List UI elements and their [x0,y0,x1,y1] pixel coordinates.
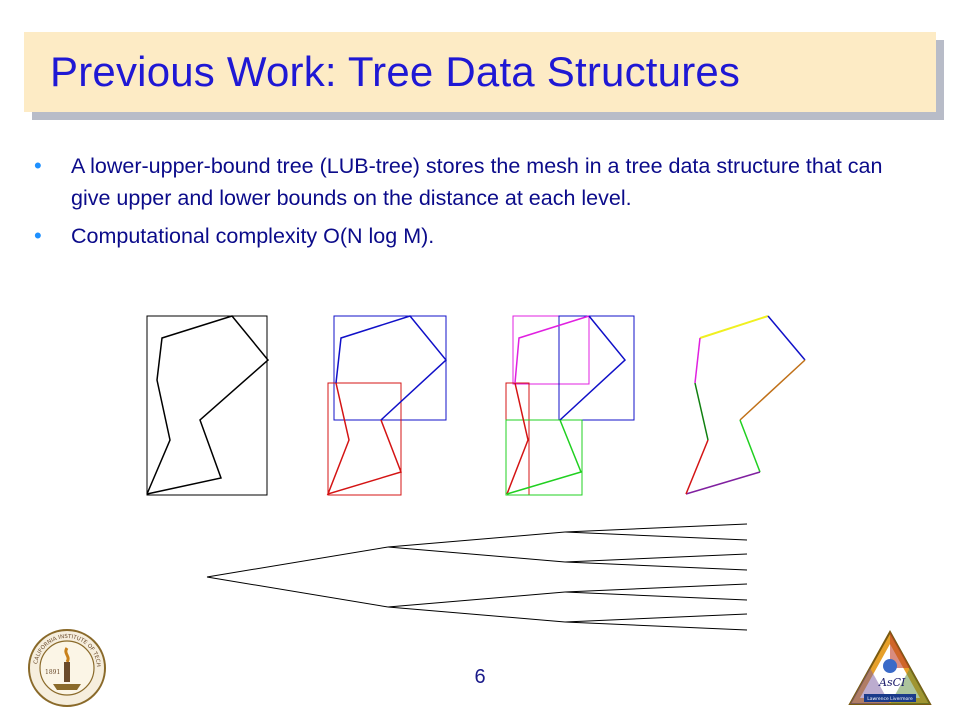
bullet-item: • A lower-upper-bound tree (LUB-tree) st… [34,150,924,214]
tree-edge [564,591,748,601]
tree-edge [206,546,389,578]
mesh-segment-blue [335,315,448,421]
tree-edge [564,553,748,563]
tree-edges [206,523,748,631]
tree-edge [387,531,566,548]
tree-edge [564,583,748,593]
level-0-mesh [146,315,270,496]
mesh-polyline [146,315,270,495]
bullet-item: • Computational complexity O(N log M). [34,220,924,252]
tree-edge [564,621,748,631]
level-1-mesh [326,315,448,496]
segment-magenta [694,337,701,384]
tree-edge [387,606,566,623]
mesh-segment-green [506,419,583,495]
svg-text:1891: 1891 [45,669,60,676]
bounding-box-root [146,315,268,496]
bullet-dot-icon: • [34,223,42,248]
bounding-box-magenta [512,315,590,385]
segment-yellow [699,315,769,339]
bullet-dot-icon: • [34,153,42,178]
mesh-segment-red [326,382,402,496]
svg-text:AsCI: AsCI [878,676,906,689]
bounding-box-blue [333,315,447,421]
level-2-mesh [505,315,635,496]
mesh-segment-magenta [514,315,590,384]
bullet-text: A lower-upper-bound tree (LUB-tree) stor… [71,154,883,210]
tree-edge [564,613,748,623]
bullet-text: Computational complexity O(N log M). [71,224,435,248]
tree-edge [387,546,566,563]
level-3-mesh [685,315,806,495]
mesh-segment-red-2 [506,382,529,495]
bounding-box-blue-2 [558,315,635,421]
caltech-seal-logo: 1891 CALIFORNIA INSTITUTE OF TECHNOLOGY [27,628,106,707]
slide-title: Previous Work: Tree Data Structures [50,48,741,95]
tree-edge [564,531,748,541]
tree-edge [387,591,566,608]
tree-edge [206,576,389,608]
bounding-box-green [505,419,583,496]
bounding-box-red-2 [505,382,530,496]
title-banner: Previous Work: Tree Data Structures [24,32,936,112]
segment-green [739,419,761,473]
bounding-box-red [327,382,402,496]
segment-purple [685,471,761,495]
segment-red [685,439,709,495]
mesh-segment-blue-2 [559,315,627,421]
svg-text:Lawrence Livermore: Lawrence Livermore [867,696,913,702]
tree-edge [564,523,748,533]
tree-edge [564,561,748,571]
segment-blue [767,315,806,361]
segment-darkgreen [694,382,709,441]
page-number: 6 [474,666,486,688]
bullet-list: • A lower-upper-bound tree (LUB-tree) st… [34,150,924,258]
asci-logo: AsCI Lawrence Livermore [848,629,932,705]
segment-orange [739,359,806,421]
